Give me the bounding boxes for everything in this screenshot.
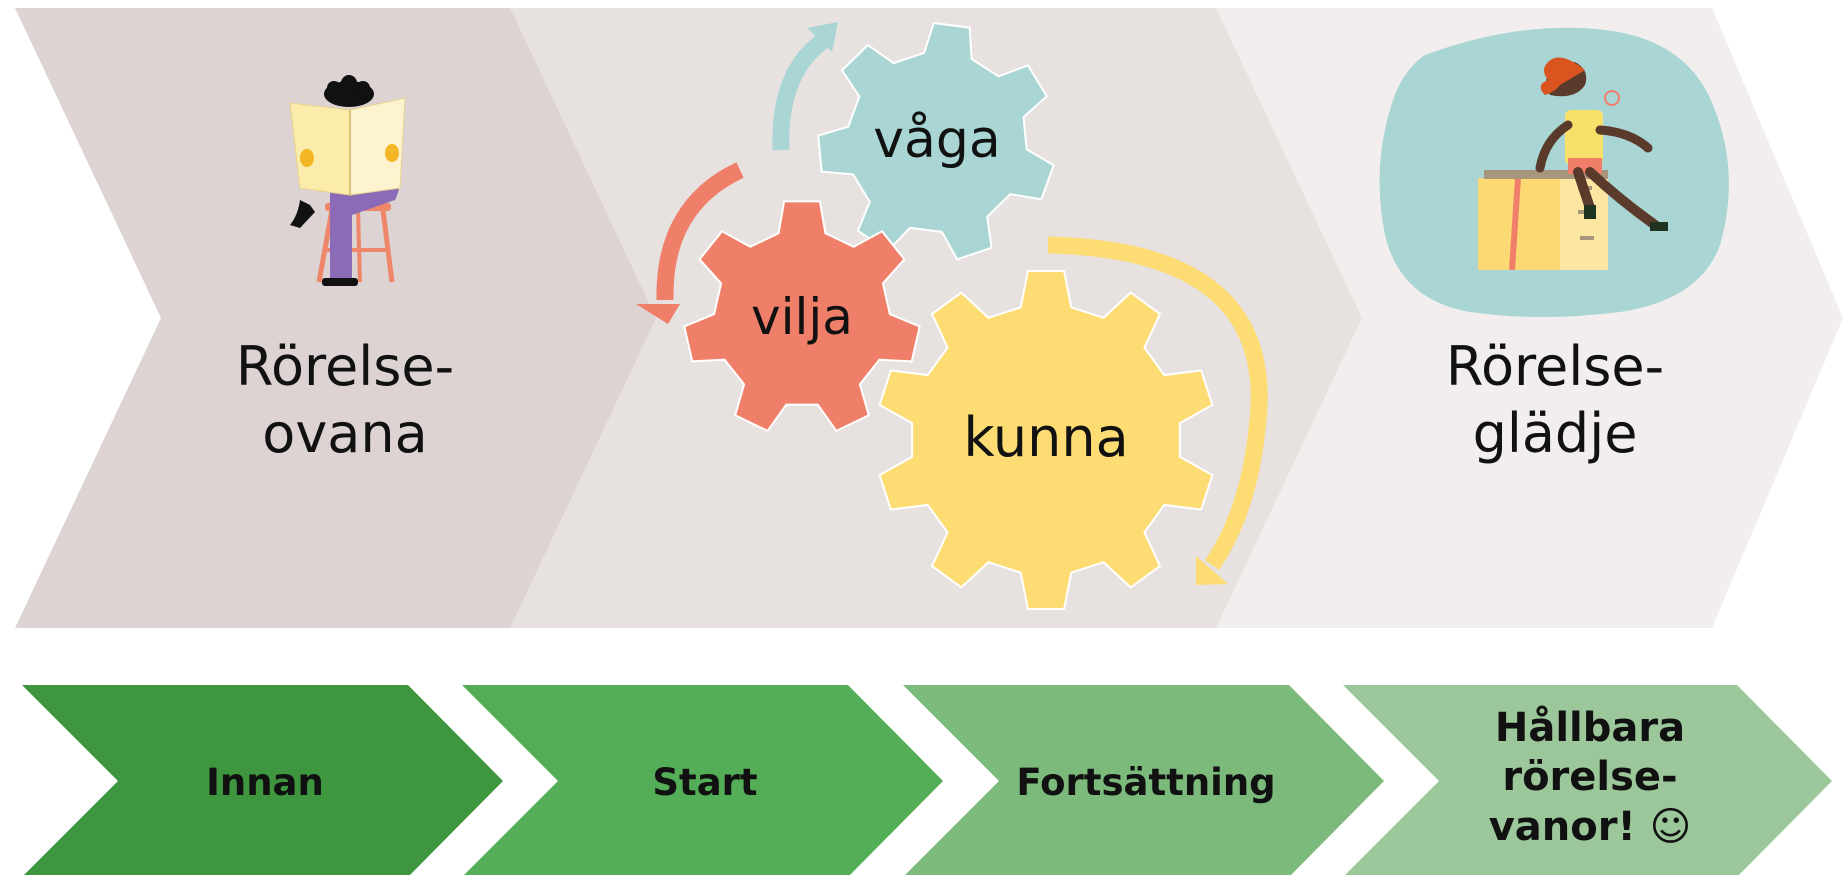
step-start-chevron: [462, 685, 943, 875]
yellow-curved-arrow: [1047, 236, 1268, 570]
person-climbing-over-box-icon: [1379, 27, 1729, 318]
coral-arrowhead-icon: [636, 304, 680, 324]
step-start-label: Start: [652, 761, 757, 804]
step-innan-label: Innan: [206, 761, 324, 804]
step-hallbara-label-line3: vanor! ☺: [1489, 804, 1692, 850]
gear-label-vilja: vilja: [751, 288, 853, 346]
gear-vilja: [683, 200, 921, 433]
gear-vaga: [817, 21, 1055, 261]
gear-label-vaga: våga: [873, 110, 1001, 170]
teal-arrowhead-icon: [807, 22, 838, 52]
end-label-line2: glädje: [1473, 402, 1638, 465]
yellow-arrowhead-icon: [1196, 556, 1228, 585]
coral-curved-arrow: [656, 162, 744, 301]
step-hallbara-label-line2: rörelse-: [1502, 754, 1677, 800]
person-reading-newspaper-on-stool-icon: [289, 75, 406, 286]
gear-kunna: [878, 270, 1214, 610]
step-hallbara-label-line1: Hållbara: [1495, 704, 1685, 751]
gear-label-kunna: kunna: [963, 406, 1128, 469]
step-hallbara-chevron: [1343, 685, 1832, 875]
gears-group: [683, 21, 1214, 610]
teal-curved-arrow: [772, 30, 832, 151]
step-fortsattning-label: Fortsättning: [1016, 761, 1275, 804]
end-label-line1: Rörelse-: [1446, 335, 1664, 398]
step-fortsattning-chevron: [903, 685, 1384, 875]
chevron-rorelse-ovana: [15, 8, 656, 628]
start-label-line2: ovana: [262, 402, 427, 465]
step-innan-chevron: [22, 685, 503, 875]
start-label-line1: Rörelse-: [236, 335, 454, 398]
